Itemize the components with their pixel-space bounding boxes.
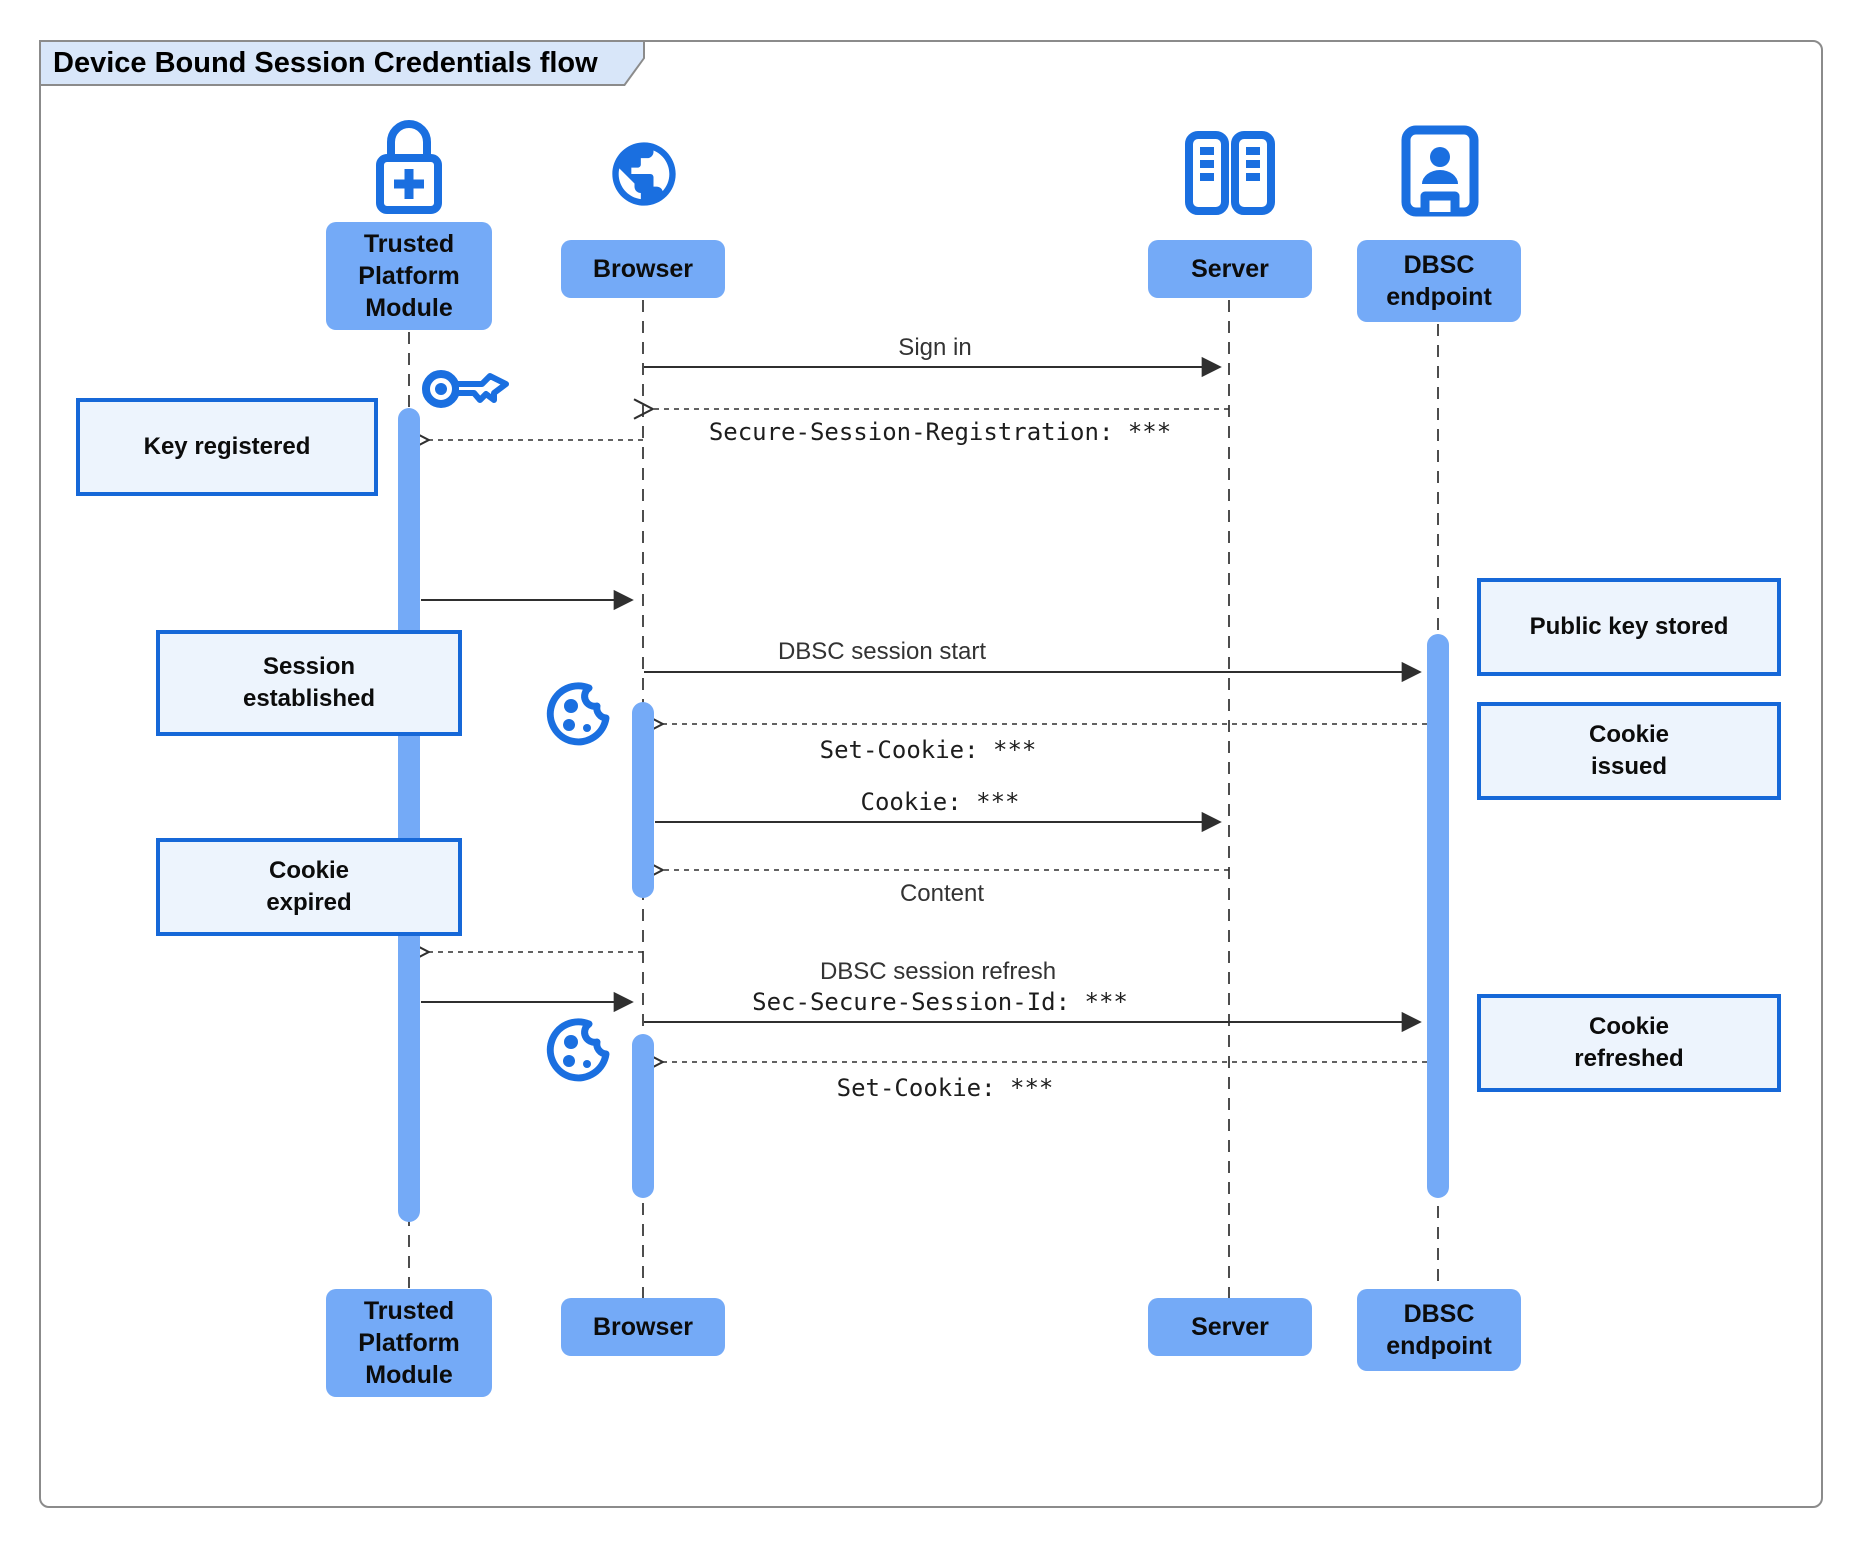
message-label-sec-secure-session-id: Sec-Secure-Session-Id: *** <box>752 988 1128 1016</box>
actor-label-tpm: Trusted Platform Module <box>358 230 460 322</box>
actor-label-server: Server <box>1191 255 1269 283</box>
message-label-secure-session-registration: Secure-Session-Registration: *** <box>708 418 1172 446</box>
key-icon <box>422 370 509 408</box>
cookie-icon <box>546 682 610 746</box>
activation-bar-tpm <box>398 408 420 1222</box>
message-label-set-cookie-1: Set-Cookie: *** <box>819 736 1037 764</box>
actor-box-server-top: Server <box>1148 240 1312 298</box>
actor-label-server: Server <box>1191 1313 1269 1341</box>
message-label-sign-in: Sign in <box>898 334 972 361</box>
note-label: Cookie expired <box>266 856 352 916</box>
diagram-title: Device Bound Session Credentials flow <box>53 46 598 79</box>
actor-label-dbsc: DBSC endpoint <box>1386 251 1492 311</box>
note-label: Cookie issued <box>1588 720 1669 780</box>
actor-label-tpm: Trusted Platform Module <box>358 1297 460 1389</box>
message-label-set-cookie-2: Set-Cookie: *** <box>836 1074 1054 1102</box>
person-booth-icon <box>1401 125 1479 217</box>
activation-bar-browser-2 <box>632 1034 654 1198</box>
actor-label-browser: Browser <box>592 1313 694 1341</box>
actor-box-dbsc-top: DBSC endpoint <box>1357 240 1521 322</box>
note-label: Session established <box>242 652 376 712</box>
note-cookie-refreshed: Cookie refreshed <box>1477 994 1781 1092</box>
actor-box-browser-top: Browser <box>561 240 725 298</box>
server-rack-icon <box>1185 131 1275 215</box>
message-label-dbsc-session-start: DBSC session start <box>777 638 987 665</box>
diagram-title-tab: Device Bound Session Credentials flow <box>39 40 645 86</box>
message-label-content: Content <box>899 880 985 907</box>
lock-plus-icon <box>376 120 442 214</box>
actor-box-browser-bottom: Browser <box>561 1298 725 1356</box>
actor-label-dbsc: DBSC endpoint <box>1386 1300 1492 1360</box>
note-label: Public key stored <box>1529 612 1729 640</box>
actor-box-server-bottom: Server <box>1148 1298 1312 1356</box>
actor-box-tpm-top: Trusted Platform Module <box>326 222 492 330</box>
globe-icon <box>612 142 676 206</box>
note-cookie-issued: Cookie issued <box>1477 702 1781 800</box>
note-key-registered: Key registered <box>76 398 378 496</box>
activation-bar-dbsc <box>1427 634 1449 1198</box>
activation-bar-browser-1 <box>632 702 654 898</box>
note-public-key-stored: Public key stored <box>1477 578 1781 676</box>
message-label-dbsc-session-refresh: DBSC session refresh <box>819 958 1057 985</box>
actor-box-tpm-bottom: Trusted Platform Module <box>326 1289 492 1397</box>
note-label: Cookie refreshed <box>1574 1012 1684 1072</box>
note-session-established: Session established <box>156 630 462 736</box>
note-label: Key registered <box>143 432 311 460</box>
cookie-icon <box>546 1018 610 1082</box>
actor-box-dbsc-bottom: DBSC endpoint <box>1357 1289 1521 1371</box>
actor-label-browser: Browser <box>592 255 694 283</box>
message-label-cookie: Cookie: *** <box>860 788 1020 816</box>
note-cookie-expired: Cookie expired <box>156 838 462 936</box>
